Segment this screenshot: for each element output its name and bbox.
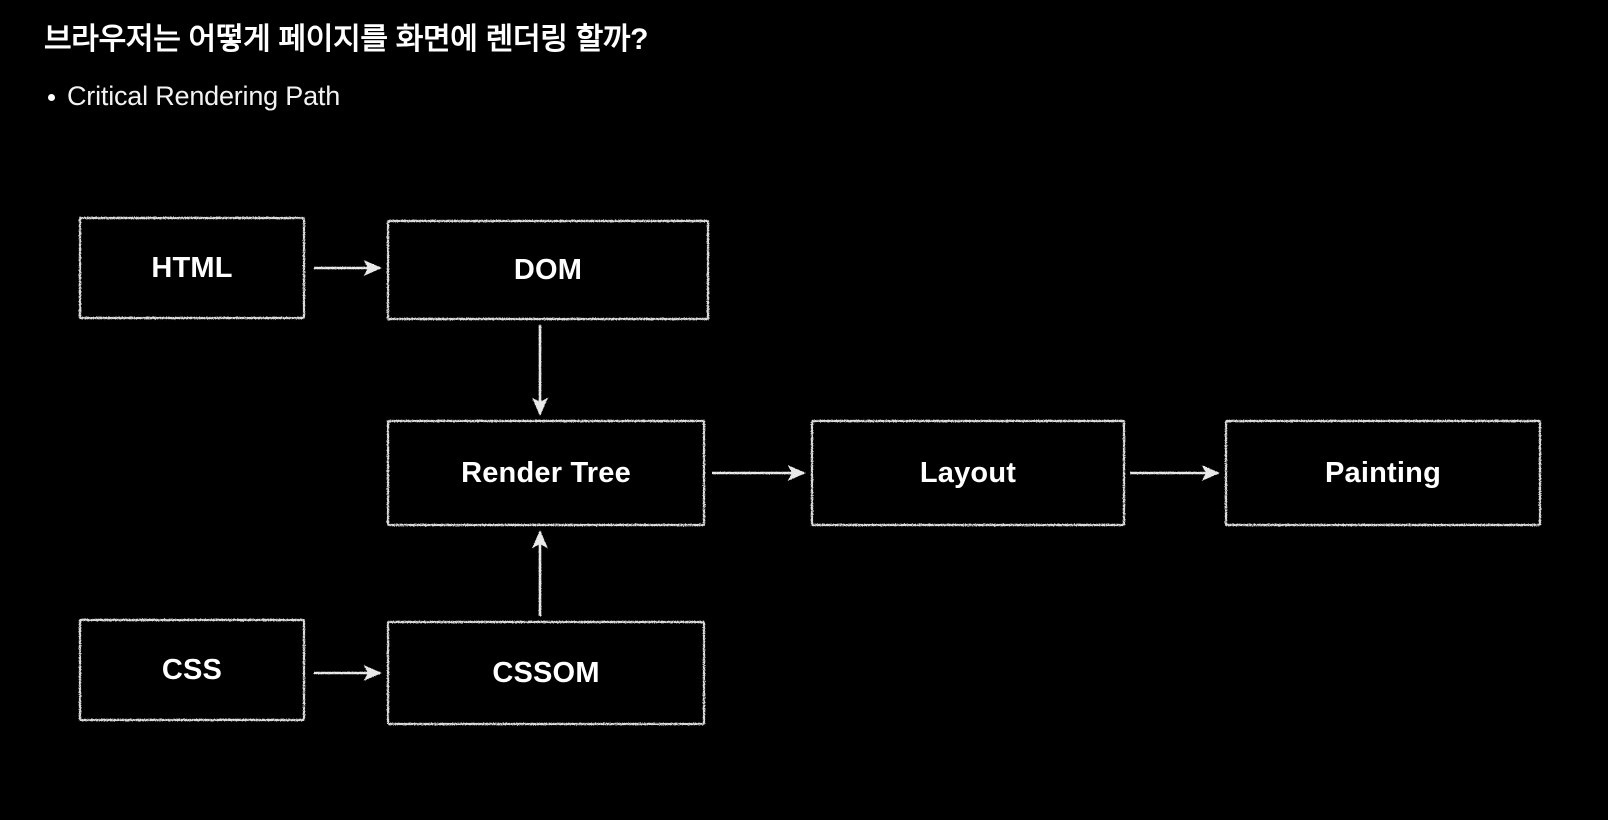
- node-html: HTML: [80, 218, 304, 318]
- node-label-render-tree: Render Tree: [461, 456, 631, 489]
- node-label-css: CSS: [161, 653, 223, 686]
- node-label-cssom: CSSOM: [492, 656, 600, 689]
- node-layout: Layout: [812, 421, 1124, 525]
- bullet-list-item: Critical Rendering Path: [48, 78, 340, 114]
- node-label-layout: Layout: [919, 456, 1017, 489]
- page-title: 브라우저는 어떻게 페이지를 화면에 렌더링 할까?: [44, 23, 649, 56]
- node-label-dom: DOM: [513, 253, 583, 286]
- node-painting: Painting: [1226, 421, 1540, 525]
- node-render-tree: Render Tree: [388, 421, 704, 525]
- node-dom: DOM: [388, 221, 708, 319]
- node-label-html: HTML: [151, 251, 233, 284]
- bullet-dot-icon: [48, 93, 55, 101]
- node-css: CSS: [80, 620, 304, 720]
- node-label-painting: Painting: [1325, 456, 1441, 489]
- bullet-item-label: Critical Rendering Path: [67, 81, 341, 111]
- node-cssom: CSSOM: [388, 622, 704, 724]
